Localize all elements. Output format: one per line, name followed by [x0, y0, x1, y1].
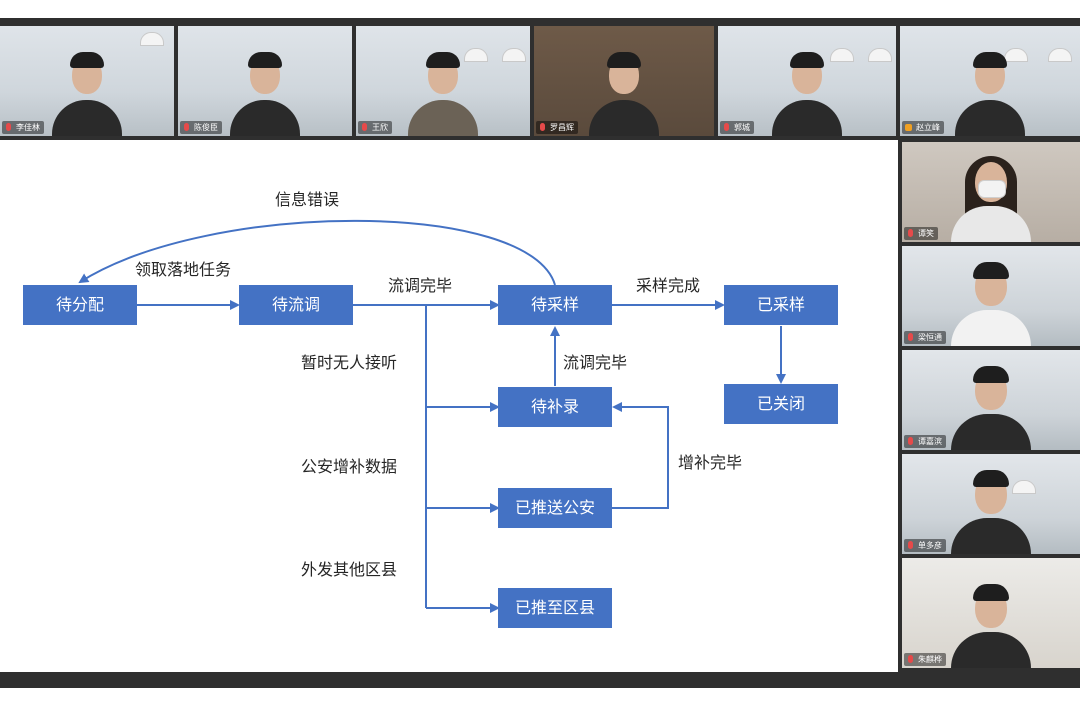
participant-tile[interactable]: 赵立峰	[900, 26, 1080, 136]
lamp-icon	[140, 32, 164, 46]
participant-video	[230, 40, 300, 136]
lamp-icon	[464, 48, 488, 62]
flow-arrows	[78, 219, 786, 613]
node-closed: 已关闭	[724, 384, 838, 424]
shared-screen: 待分配 待流调 待采样 已采样 待补录 已关闭 已推送公安 已推至区县 信息错误…	[0, 140, 898, 672]
mic-muted-icon	[908, 229, 913, 237]
participant-video	[951, 254, 1031, 346]
participant-gallery-top: 李佳林 陈俊臣 王欣 罗昌辉 郭城 赵立峰	[0, 26, 1080, 140]
lamp-icon	[868, 48, 892, 62]
mic-muted-icon	[908, 541, 913, 549]
label-trace-done-mid: 流调完毕	[563, 353, 628, 372]
node-pending-sample: 待采样	[498, 285, 612, 325]
participant-name: 谭笑	[918, 229, 934, 238]
label-info-error: 信息错误	[275, 190, 340, 209]
node-pushed-police: 已推送公安	[498, 488, 612, 528]
label-supplement-done: 增补完毕	[678, 453, 743, 472]
label-send-other-county: 外发其他区县	[301, 560, 398, 579]
participant-tile[interactable]: 朱麒桦	[902, 558, 1080, 668]
participant-tile[interactable]: 谭嘉滨	[902, 350, 1080, 450]
node-pushed-county: 已推至区县	[498, 588, 612, 628]
participant-tile[interactable]: 罗昌辉	[534, 26, 714, 136]
participant-name-tag: 梁恒通	[904, 331, 946, 344]
participant-tile[interactable]: 陈俊臣	[178, 26, 352, 136]
lamp-icon	[1004, 48, 1028, 62]
participant-video	[951, 150, 1031, 242]
mic-muted-icon	[184, 123, 189, 131]
participant-name-tag: 郭城	[720, 121, 754, 134]
participant-tile[interactable]: 谭笑	[902, 142, 1080, 242]
arrow-police-back-to-supplement	[612, 402, 669, 509]
participant-video	[589, 40, 659, 136]
window-frame-bottom	[0, 672, 1080, 688]
participant-name: 罗昌辉	[550, 123, 574, 132]
label-police-supplement: 公安增补数据	[301, 457, 398, 476]
participant-video	[52, 40, 122, 136]
participant-name: 陈俊臣	[194, 123, 218, 132]
participant-video	[772, 40, 842, 136]
label-trace-done-top: 流调完毕	[388, 276, 453, 295]
node-pending-trace: 待流调	[239, 285, 353, 325]
participant-video	[955, 40, 1025, 136]
participant-tile[interactable]: 单多彦	[902, 454, 1080, 554]
mic-muted-icon	[908, 437, 913, 445]
participant-name-tag: 王欣	[358, 121, 392, 134]
label-no-answer: 暂时无人接听	[301, 353, 398, 372]
participant-name: 谭嘉滨	[918, 437, 942, 446]
face-mask	[978, 180, 1006, 198]
participant-name-tag: 谭笑	[904, 227, 938, 240]
lamp-icon	[830, 48, 854, 62]
participant-name-tag: 单多彦	[904, 539, 946, 552]
participant-name-tag: 罗昌辉	[536, 121, 578, 134]
lamp-icon	[1048, 48, 1072, 62]
lamp-icon	[502, 48, 526, 62]
mic-muted-icon	[6, 123, 11, 131]
participant-name-tag: 朱麒桦	[904, 653, 946, 666]
participant-video	[951, 358, 1031, 450]
window-frame-top	[0, 18, 1080, 26]
node-pending-supplement: 待补录	[498, 387, 612, 427]
participant-video	[951, 462, 1031, 554]
node-pending-assign: 待分配	[23, 285, 137, 325]
participant-video	[408, 40, 478, 136]
participant-name: 单多彦	[918, 541, 942, 550]
participant-tile[interactable]: 李佳林	[0, 26, 174, 136]
participant-tile[interactable]: 王欣	[356, 26, 530, 136]
mic-muted-icon	[724, 123, 729, 131]
lamp-icon	[1012, 480, 1036, 494]
participant-name: 王欣	[372, 123, 388, 132]
arrow-info-error-return	[78, 219, 556, 286]
node-sampled: 已采样	[724, 285, 838, 325]
participant-name: 赵立峰	[916, 123, 940, 132]
participant-name: 郭城	[734, 123, 750, 132]
label-sample-done: 采样完成	[636, 276, 701, 295]
top-margin	[0, 0, 1080, 18]
mic-muted-icon	[908, 333, 913, 341]
mic-muted-icon	[908, 655, 913, 663]
host-badge-icon	[905, 124, 912, 131]
participant-name-tag: 赵立峰	[902, 121, 944, 134]
label-claim-task: 领取落地任务	[135, 260, 232, 279]
participant-name: 李佳林	[16, 123, 40, 132]
participant-name: 朱麒桦	[918, 655, 942, 664]
mic-muted-icon	[362, 123, 367, 131]
participant-gallery-side: 谭笑 梁恒通 谭嘉滨 单多彦 朱麒桦	[898, 140, 1080, 672]
participant-tile[interactable]: 梁恒通	[902, 246, 1080, 346]
participant-video	[951, 576, 1031, 668]
participant-tile[interactable]: 郭城	[718, 26, 896, 136]
participant-name-tag: 谭嘉滨	[904, 435, 946, 448]
bottom-margin	[0, 688, 1080, 706]
participant-name-tag: 陈俊臣	[180, 121, 222, 134]
participant-name-tag: 李佳林	[2, 121, 44, 134]
participant-name: 梁恒通	[918, 333, 942, 342]
mic-muted-icon	[540, 123, 545, 131]
